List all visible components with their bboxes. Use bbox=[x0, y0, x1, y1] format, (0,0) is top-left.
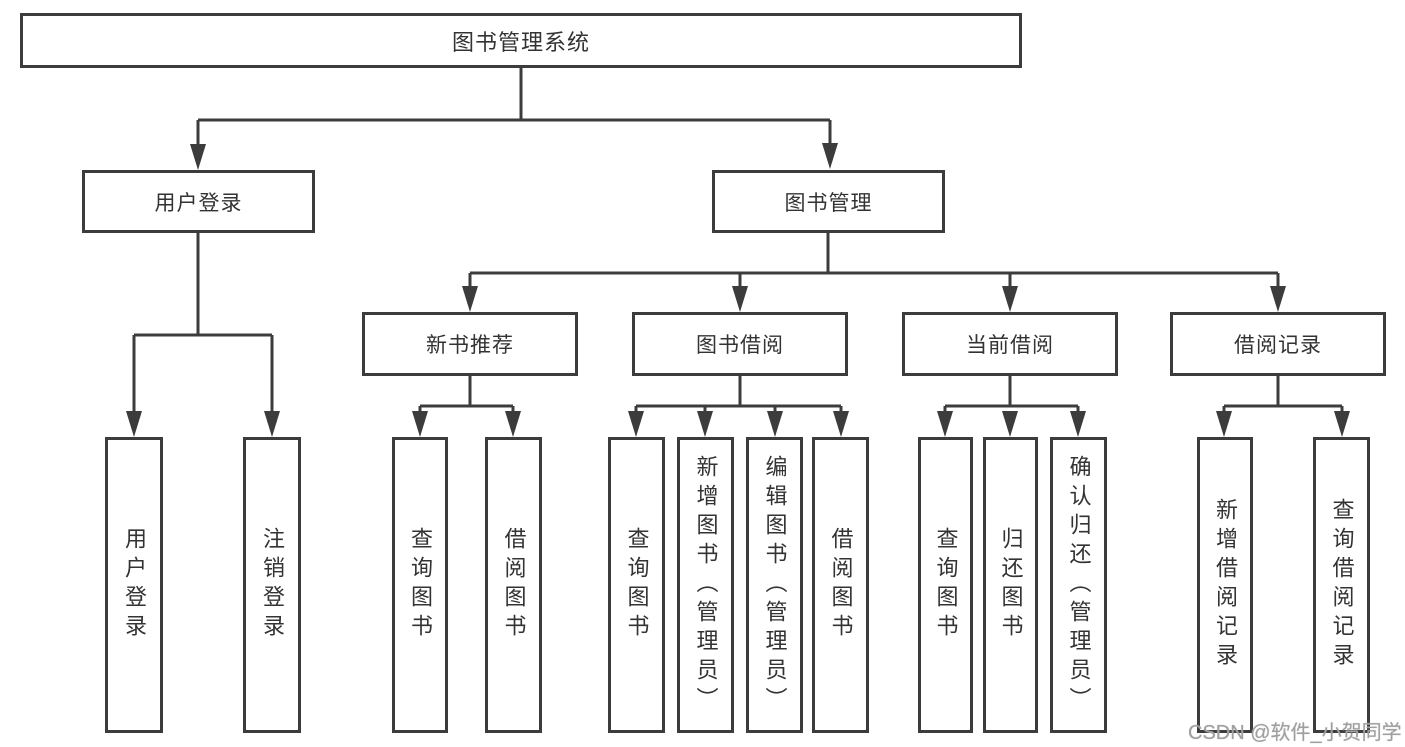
node-book-borrow: 图书借阅 bbox=[632, 312, 848, 376]
watermark-text: CSDN @软件_小贺同学 bbox=[1188, 722, 1402, 744]
leaf-query-books-recommend: 查询图书 bbox=[392, 437, 448, 733]
leaf-query-books-borrow: 查询图书 bbox=[608, 437, 665, 733]
node-new-book-recommend: 新书推荐 bbox=[362, 312, 578, 376]
leaf-query-books-current: 查询图书 bbox=[918, 437, 973, 733]
node-borrow-records: 借阅记录 bbox=[1170, 312, 1386, 376]
leaf-query-borrow-record: 查询借阅记录 bbox=[1313, 437, 1370, 733]
node-root: 图书管理系统 bbox=[20, 13, 1022, 68]
leaf-logout: 注销登录 bbox=[243, 437, 301, 733]
leaf-return-book: 归还图书 bbox=[983, 437, 1038, 733]
node-user-login: 用户登录 bbox=[82, 170, 315, 233]
leaf-add-book-admin: 新增图书（管理员） bbox=[677, 437, 734, 733]
node-book-management: 图书管理 bbox=[712, 170, 945, 233]
leaf-confirm-return-admin: 确认归还（管理员） bbox=[1050, 437, 1107, 733]
node-current-borrow: 当前借阅 bbox=[902, 312, 1118, 376]
leaf-borrow-books: 借阅图书 bbox=[812, 437, 869, 733]
leaf-borrow-books-recommend: 借阅图书 bbox=[485, 437, 542, 733]
leaf-add-borrow-record: 新增借阅记录 bbox=[1197, 437, 1253, 733]
leaf-user-login: 用户登录 bbox=[105, 437, 163, 733]
leaf-edit-book-admin: 编辑图书（管理员） bbox=[746, 437, 803, 733]
